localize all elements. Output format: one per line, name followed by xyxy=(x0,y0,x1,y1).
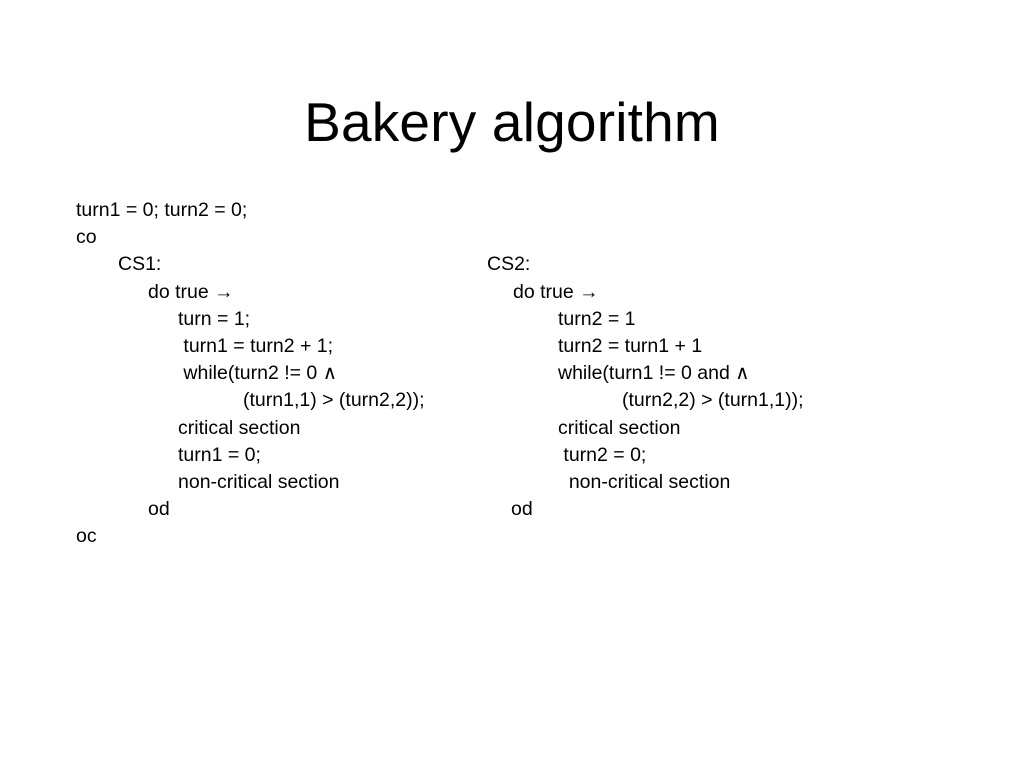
code-line-cs2: turn2 = 0; xyxy=(558,443,647,466)
code-line-cs2: (turn2,2) > (turn1,1)); xyxy=(622,389,804,412)
code-line-cs2: while(turn1 != 0 and ∧ xyxy=(558,362,750,385)
code-line-cs1: (turn1,1) > (turn2,2)); xyxy=(243,389,425,412)
code-line-cs1: turn1 = turn2 + 1; xyxy=(178,335,334,357)
code-line-cs2: turn2 = 1 xyxy=(558,307,636,330)
code-line-postamble: oc xyxy=(76,525,97,548)
code-line-cs1: turn1 = 0; xyxy=(178,443,261,466)
code-line-cs2: non-critical section xyxy=(558,471,731,493)
code-line-cs2: turn2 = turn1 + 1 xyxy=(558,335,703,357)
code-line-cs1: od xyxy=(148,498,170,521)
code-line-cs1: non-critical section xyxy=(178,471,340,493)
code-line-preamble: turn1 = 0; turn2 = 0; xyxy=(76,199,248,221)
code-line-cs1: while(turn2 != 0 ∧ xyxy=(178,362,337,385)
code-line-cs2: CS2: xyxy=(487,253,531,276)
page-title: Bakery algorithm xyxy=(304,90,720,153)
code-line-cs1: critical section xyxy=(178,416,301,439)
code-line-cs2: critical section xyxy=(558,416,681,439)
code-line-cs1: do true → xyxy=(148,280,234,303)
code-line-cs1: CS1: xyxy=(118,253,162,276)
code-line-preamble: co xyxy=(76,226,97,249)
code-line-cs1: turn = 1; xyxy=(178,307,251,330)
code-line-cs2: do true → xyxy=(513,280,599,303)
code-line-cs2: od xyxy=(511,498,533,521)
